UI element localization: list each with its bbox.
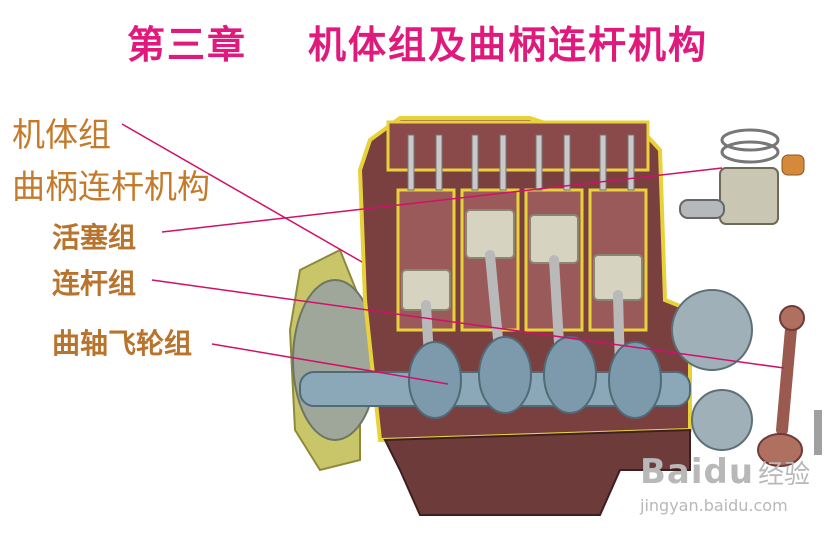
label-body-group: 机体组: [12, 108, 111, 156]
page-title: 第三章 机体组及曲柄连杆机构: [0, 14, 835, 69]
watermark-logo: Baidu: [640, 452, 754, 492]
watermark-url: jingyan.baidu.com: [640, 496, 788, 515]
exploded-connecting-rod: [758, 306, 822, 466]
label-rod-group: 连杆组: [52, 262, 136, 302]
pulley: [692, 390, 752, 450]
label-crankshaft-flywheel-group: 曲轴飞轮组: [52, 322, 192, 362]
watermark-cn: 经验: [758, 460, 810, 490]
label-crank-mechanism: 曲柄连杆机构: [12, 160, 210, 208]
exploded-piston: [680, 130, 804, 224]
label-piston-group: 活塞组: [52, 216, 136, 256]
